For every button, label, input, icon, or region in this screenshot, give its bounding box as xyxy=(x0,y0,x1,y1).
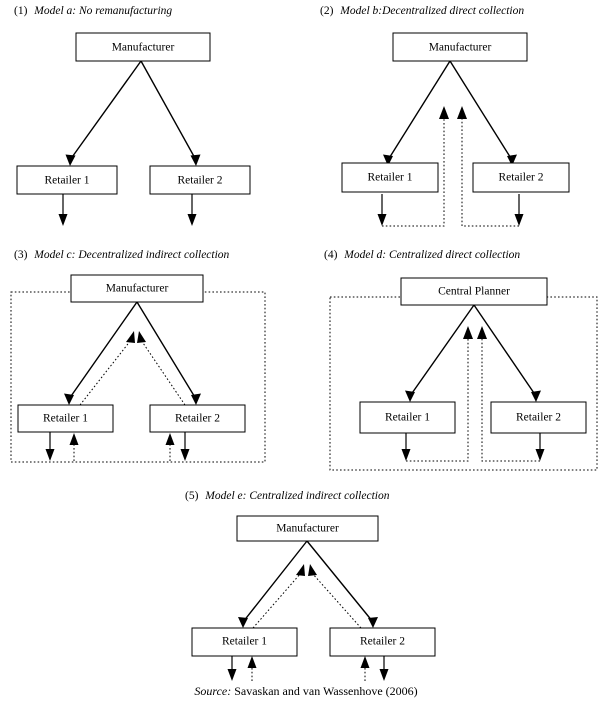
return-flow-retailer-2-to-manufacturer xyxy=(311,572,362,629)
node-retailer-1[interactable] xyxy=(17,404,114,433)
arrow-head-icon xyxy=(190,154,201,166)
panel-1-title: (1) Model a: No remanufacturing xyxy=(14,5,172,17)
node-manufacturer[interactable] xyxy=(75,32,211,62)
arrow-head-icon xyxy=(247,656,257,668)
arrow-head-icon xyxy=(377,214,387,226)
node-retailer-2[interactable] xyxy=(149,404,246,433)
flow-manufacturer-to-retailer-2 xyxy=(136,301,197,400)
node-retailer-2-label: Retailer 2 xyxy=(360,636,405,648)
arrow-head-icon xyxy=(227,669,237,681)
node-retailer-2[interactable] xyxy=(472,162,570,193)
panel-2-title: (2) Model b:Decentralized direct collect… xyxy=(320,5,524,17)
node-central-planner-label: Central Planner xyxy=(438,286,510,298)
panel-3-title: (3) Model c: Decentralized indirect coll… xyxy=(14,249,230,261)
node-manufacturer-label: Manufacturer xyxy=(276,523,339,535)
node-central-planner[interactable] xyxy=(400,277,548,306)
arrow-head-icon xyxy=(457,106,467,119)
arrow-head-icon xyxy=(368,617,378,628)
flow-manufacturer-to-retailer-1 xyxy=(387,60,451,161)
node-retailer-2-label: Retailer 2 xyxy=(498,172,543,184)
return-flow-retailer-1-to-manufacturer xyxy=(252,572,302,629)
closed-loop-enclosure xyxy=(10,291,266,463)
return-flow-retailer-1-to-manufacturer xyxy=(79,339,132,406)
arrow-head-icon xyxy=(383,154,393,166)
flow-manufacturer-to-retailer-1 xyxy=(69,60,142,161)
node-retailer-1-label: Retailer 1 xyxy=(44,175,89,187)
arrow-head-icon xyxy=(45,449,55,461)
node-manufacturer[interactable] xyxy=(392,32,528,62)
arrow-head-icon xyxy=(535,449,545,461)
arrow-head-icon xyxy=(191,393,201,405)
return-flow-retailer-2-to-manufacturer xyxy=(140,339,186,406)
panel-4: (4) Model d: Centralized direct collecti… xyxy=(324,249,598,471)
panel-4-title: (4) Model d: Centralized direct collecti… xyxy=(324,249,520,261)
arrow-head-icon xyxy=(296,564,305,576)
node-manufacturer[interactable] xyxy=(236,515,379,542)
flow-manufacturer-to-retailer-1 xyxy=(242,540,308,623)
node-manufacturer[interactable] xyxy=(70,274,204,303)
arrow-head-icon xyxy=(137,331,146,343)
return-flow-retailer-1-to-manufacturer xyxy=(382,117,445,227)
arrow-head-icon xyxy=(401,449,411,461)
node-retailer-1-label: Retailer 1 xyxy=(43,413,88,425)
arrow-head-icon xyxy=(360,656,370,668)
node-retailer-1-label: Retailer 1 xyxy=(367,172,412,184)
arrow-head-icon xyxy=(405,390,415,402)
node-retailer-2[interactable] xyxy=(329,627,436,657)
arrow-head-icon xyxy=(58,214,68,226)
flow-central-planner-to-retailer-1 xyxy=(409,304,475,397)
node-retailer-1-label: Retailer 1 xyxy=(385,412,430,424)
arrow-head-icon xyxy=(165,433,175,445)
flow-central-planner-to-retailer-2 xyxy=(473,304,537,397)
node-retailer-2[interactable] xyxy=(490,401,587,434)
arrow-head-icon xyxy=(379,669,389,681)
node-retailer-2-label: Retailer 2 xyxy=(516,412,561,424)
arrow-head-icon xyxy=(514,214,524,226)
arrow-head-icon xyxy=(64,393,74,405)
arrow-head-icon xyxy=(65,154,76,166)
return-flow-retailer-2-to-manufacturer xyxy=(461,117,519,227)
panel-3: (3) Model c: Decentralized indirect coll… xyxy=(10,249,266,463)
node-retailer-1[interactable] xyxy=(16,165,118,195)
arrow-head-icon xyxy=(187,214,197,226)
arrow-head-icon xyxy=(477,326,487,339)
panel-5-title: (5) Model e: Centralized indirect collec… xyxy=(185,490,390,502)
arrow-head-icon xyxy=(463,326,473,339)
flow-manufacturer-to-retailer-2 xyxy=(140,60,197,161)
panel-1: (1) Model a: No remanufacturing Manufact… xyxy=(14,5,251,226)
arrow-head-icon xyxy=(126,331,135,343)
node-manufacturer-label: Manufacturer xyxy=(429,42,492,54)
arrow-head-icon xyxy=(238,617,248,628)
flow-manufacturer-to-retailer-1 xyxy=(68,301,138,400)
node-retailer-1[interactable] xyxy=(191,627,298,657)
arrow-head-icon xyxy=(308,564,317,576)
node-retailer-2[interactable] xyxy=(149,165,251,195)
node-manufacturer-label: Manufacturer xyxy=(112,42,175,54)
arrow-head-icon xyxy=(531,390,541,402)
return-flow-retailer-2-to-central-planner xyxy=(481,337,540,462)
arrow-head-icon xyxy=(439,106,449,119)
panel-2: (2) Model b:Decentralized direct collect… xyxy=(320,5,570,227)
node-retailer-1[interactable] xyxy=(359,401,456,434)
flow-manufacturer-to-retailer-2 xyxy=(449,60,513,161)
arrow-head-icon xyxy=(507,154,517,166)
closed-loop-enclosure xyxy=(329,296,598,471)
arrow-head-icon xyxy=(69,433,79,445)
node-retailer-2-label: Retailer 2 xyxy=(175,413,220,425)
node-retailer-2-label: Retailer 2 xyxy=(177,175,222,187)
source-note: Source: Savaskan and van Wassenhove (200… xyxy=(194,684,417,698)
panel-5: (5) Model e: Centralized indirect collec… xyxy=(185,490,436,681)
return-flow-retailer-1-to-central-planner xyxy=(406,337,469,462)
arrow-head-icon xyxy=(180,449,190,461)
node-retailer-1[interactable] xyxy=(341,162,439,193)
node-retailer-1-label: Retailer 1 xyxy=(222,636,267,648)
node-manufacturer-label: Manufacturer xyxy=(106,283,169,295)
flow-manufacturer-to-retailer-2 xyxy=(306,540,374,623)
